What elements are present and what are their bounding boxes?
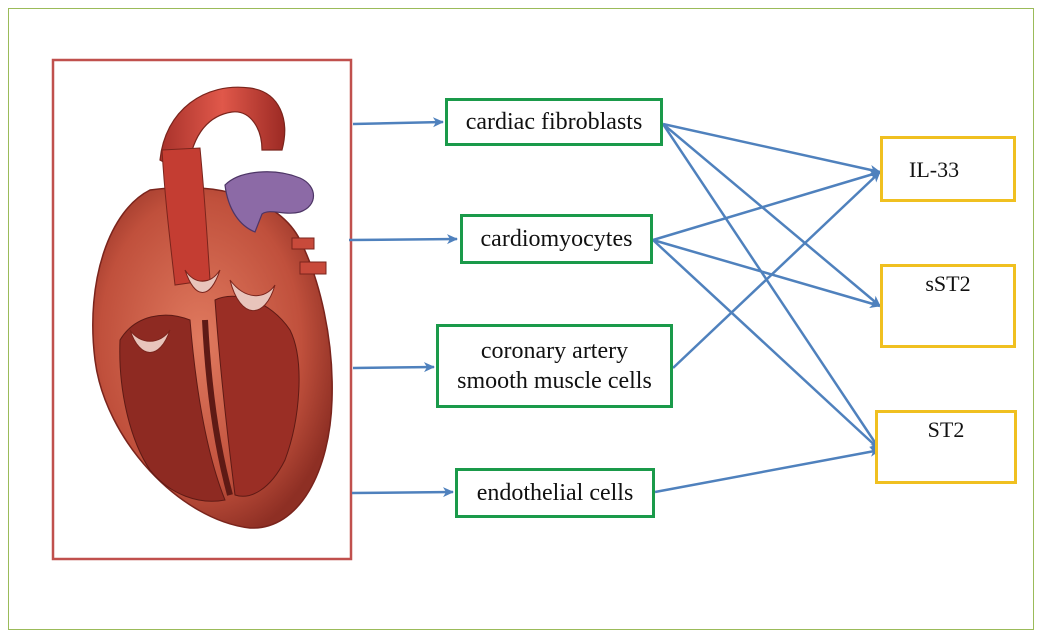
- cell-molecule-arrows: [653, 124, 880, 492]
- cell-label-cardiac-fibroblasts: cardiac fibroblasts: [466, 107, 643, 137]
- arrow-endothelial-to-st2: [655, 450, 880, 492]
- cell-box-cardiac-fibroblasts: cardiac fibroblasts: [445, 98, 663, 146]
- molecule-box-sst2: sST2: [880, 264, 1016, 348]
- molecule-label-sst2: sST2: [883, 271, 1013, 297]
- cell-box-smooth-muscle: coronary artery smooth muscle cells: [436, 324, 673, 408]
- heart-arrows: [349, 122, 457, 493]
- arrow-fibroblasts-to-st2: [663, 124, 880, 450]
- cell-label-cardiomyocytes: cardiomyocytes: [481, 224, 633, 254]
- molecule-label-st2: ST2: [878, 417, 1014, 443]
- arrow-heart-to-fibroblasts: [353, 122, 443, 124]
- arrow-smooth-muscle-to-il33: [673, 172, 880, 368]
- cell-label-smooth-muscle-line1: coronary artery: [481, 336, 628, 366]
- cell-label-smooth-muscle-line2: smooth muscle cells: [457, 366, 652, 396]
- molecule-box-st2: ST2: [875, 410, 1017, 484]
- cell-box-endothelial-cells: endothelial cells: [455, 468, 655, 518]
- heart-illustration: [53, 60, 351, 559]
- molecule-label-il33: IL-33: [909, 157, 959, 183]
- molecule-box-il33: IL-33: [880, 136, 1016, 202]
- arrow-heart-to-cardiomyocytes: [349, 239, 457, 240]
- arrow-fibroblasts-to-il33: [663, 124, 880, 172]
- arrow-cardiomyocytes-to-st2: [653, 240, 880, 450]
- cell-box-cardiomyocytes: cardiomyocytes: [460, 214, 653, 264]
- cell-label-endothelial-cells: endothelial cells: [477, 478, 634, 508]
- arrow-cardiomyocytes-to-il33: [653, 172, 880, 240]
- arrow-heart-to-smooth-muscle: [353, 367, 434, 368]
- arrow-heart-to-endothelial: [352, 492, 453, 493]
